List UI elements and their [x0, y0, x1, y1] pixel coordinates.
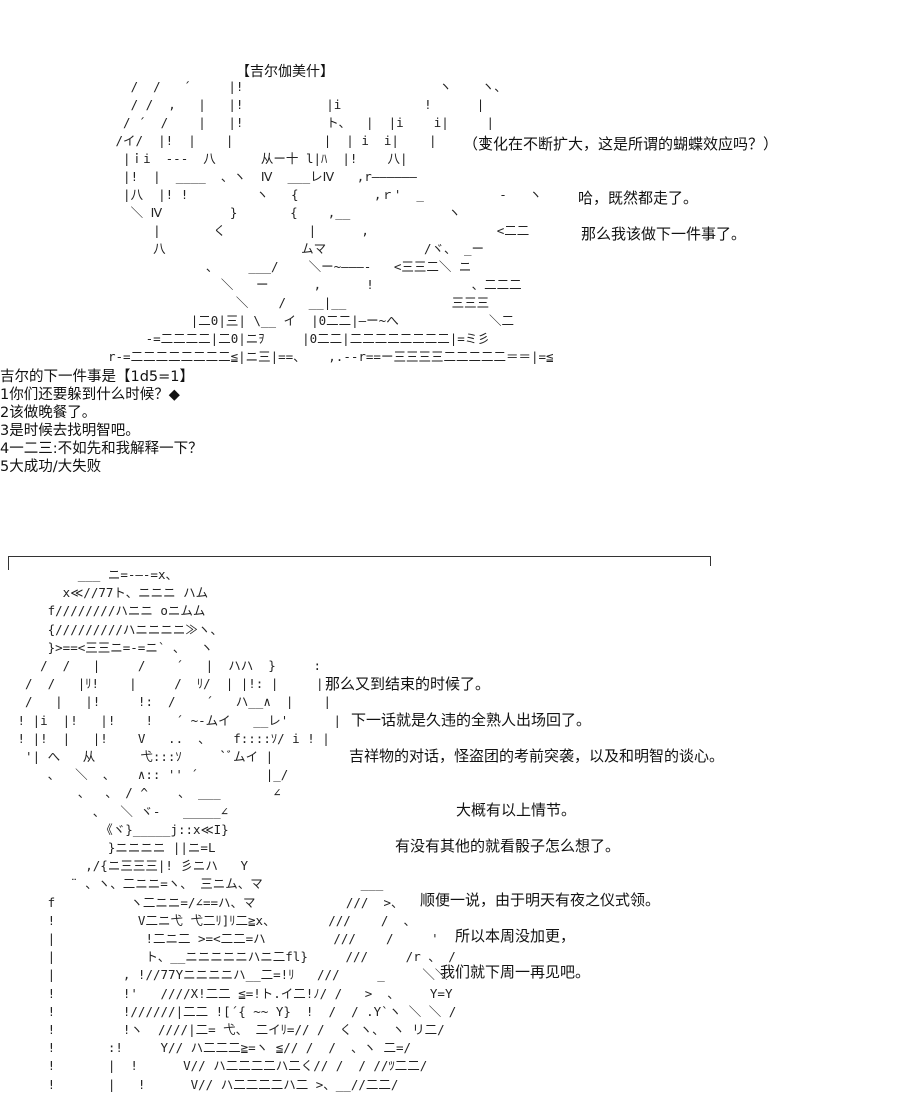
- panel2-frame-top: [8, 556, 711, 557]
- dice-option-5: 5大成功/大失败: [0, 459, 102, 475]
- panel2-line6: 顺便一说，由于明天有夜之仪式领。: [420, 891, 661, 909]
- panel2-frame-left: [8, 556, 9, 570]
- panel2-line4: 大概有以上情节。: [456, 801, 577, 819]
- panel2-line2: 下一话就是久违的全熟人出场回了。: [351, 711, 592, 729]
- panel1-line2: 那么我该做下一件事了。: [581, 225, 747, 243]
- panel2-line5: 有没有其他的就看骰子怎么想了。: [395, 837, 621, 855]
- panel2-frame-right: [710, 556, 711, 566]
- ascii-art-gilgamesh: / / ´ |! ヽ ヽ、 / / , | |! |i ! | / ´ / | …: [108, 79, 554, 364]
- dice-option-4: 4一二三:不如先和我解释一下？: [0, 441, 203, 457]
- panel2-line7: 所以本周没加更，: [455, 927, 576, 945]
- dice-option-1: 1你们还要躲到什么时候？◆: [0, 387, 180, 403]
- dice-menu-title: 吉尔的下一件事是【1d5=1】: [0, 369, 195, 385]
- panel1-line1: 哈，既然都走了。: [578, 189, 699, 207]
- panel2-line8: 我们就下周一再见吧。: [440, 963, 591, 981]
- ascii-art-narrator: ___ ニ=-―-=x、 x≪//77ト、ニニニ ハム f////////ハニニ…: [17, 567, 457, 1092]
- panel2-line3: 吉祥物的对话，怪盗团的考前突袭，以及和明智的谈心。: [349, 747, 725, 765]
- panel1-title: 【吉尔伽美什】: [236, 64, 334, 80]
- dice-option-3: 3是时候去找明智吧。: [0, 423, 140, 439]
- dice-menu: 吉尔的下一件事是【1d5=1】 1你们还要躲到什么时候？◆ 2该做晚餐了。 3是…: [0, 368, 203, 476]
- panel2-line1: 那么又到结束的时候了。: [325, 675, 491, 693]
- panel1-thought: （变化在不断扩大，这是所谓的蝴蝶效应吗？）: [463, 135, 779, 153]
- dice-option-2: 2该做晚餐了。: [0, 405, 97, 421]
